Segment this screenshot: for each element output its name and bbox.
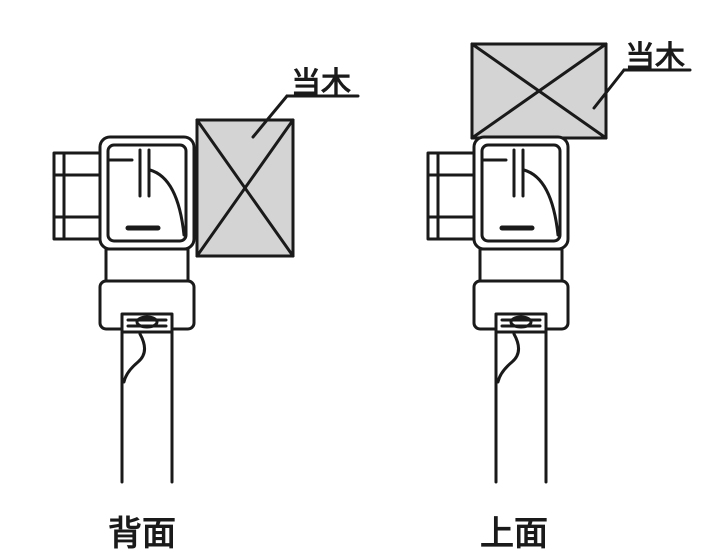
figure-top [426, 42, 692, 484]
block-label-top: 当木 [625, 40, 685, 75]
caption-top: 上面 [480, 514, 548, 554]
figure-back [52, 94, 360, 484]
wood-block-back [195, 118, 295, 258]
leader-line-back [251, 94, 360, 139]
caption-back: 背面 [108, 514, 176, 554]
fitting-back [52, 135, 196, 334]
pipe-back [120, 330, 174, 484]
fitting-top [426, 135, 570, 334]
leader-line-top [592, 68, 692, 110]
wood-block-top [470, 42, 608, 140]
block-label-back: 当木 [291, 66, 351, 101]
pipe-top [494, 330, 548, 484]
